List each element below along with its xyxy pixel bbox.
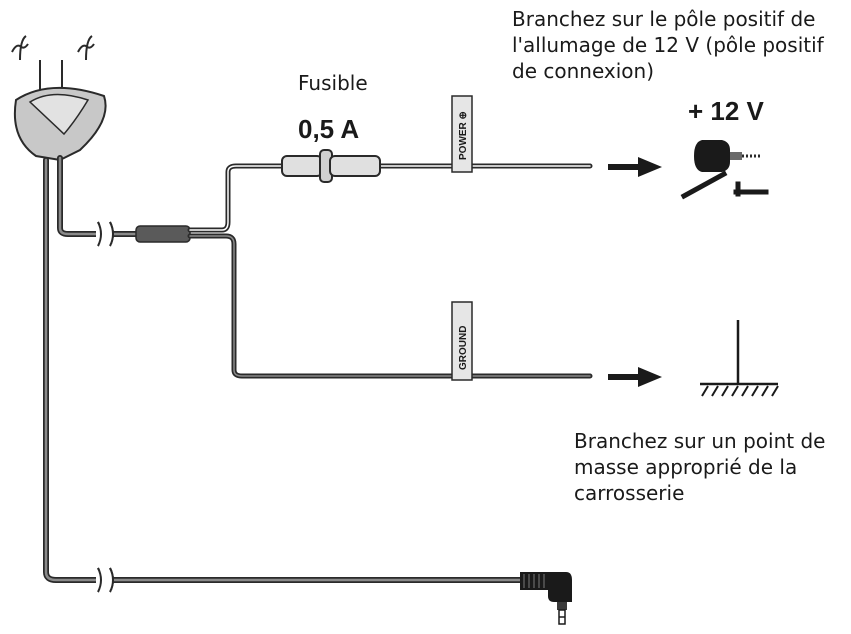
voltage-label: + 12 V <box>688 96 764 126</box>
main-cable <box>43 155 523 583</box>
ignition-connector <box>694 140 760 172</box>
ground-tag: GROUND <box>451 301 473 381</box>
power-wire <box>187 163 593 233</box>
positive-connection-note: Branchez sur le pôle positif de l'alluma… <box>512 7 824 83</box>
angled-jack-connector <box>520 572 572 625</box>
fuse-label: Fusible <box>298 71 368 95</box>
ground-tag-label: GROUND <box>458 326 469 370</box>
power-tag-label: POWER ⊕ <box>458 111 469 160</box>
arrow-to-ignition <box>608 157 662 177</box>
ground-connection-note: Branchez sur un point de masse approprié… <box>574 429 826 505</box>
power-tag: POWER ⊕ <box>451 95 473 173</box>
ground-symbol-icon <box>700 320 779 397</box>
cable-splitter <box>135 225 191 243</box>
cable-break-marks <box>97 221 114 593</box>
ignition-switch-icon <box>680 170 769 200</box>
cigarette-lighter-plug <box>13 87 107 162</box>
fuse-holder <box>281 149 381 183</box>
ground-wire <box>187 233 593 379</box>
arrow-to-ground <box>608 367 662 387</box>
fuse-rating: 0,5 A <box>298 114 360 144</box>
